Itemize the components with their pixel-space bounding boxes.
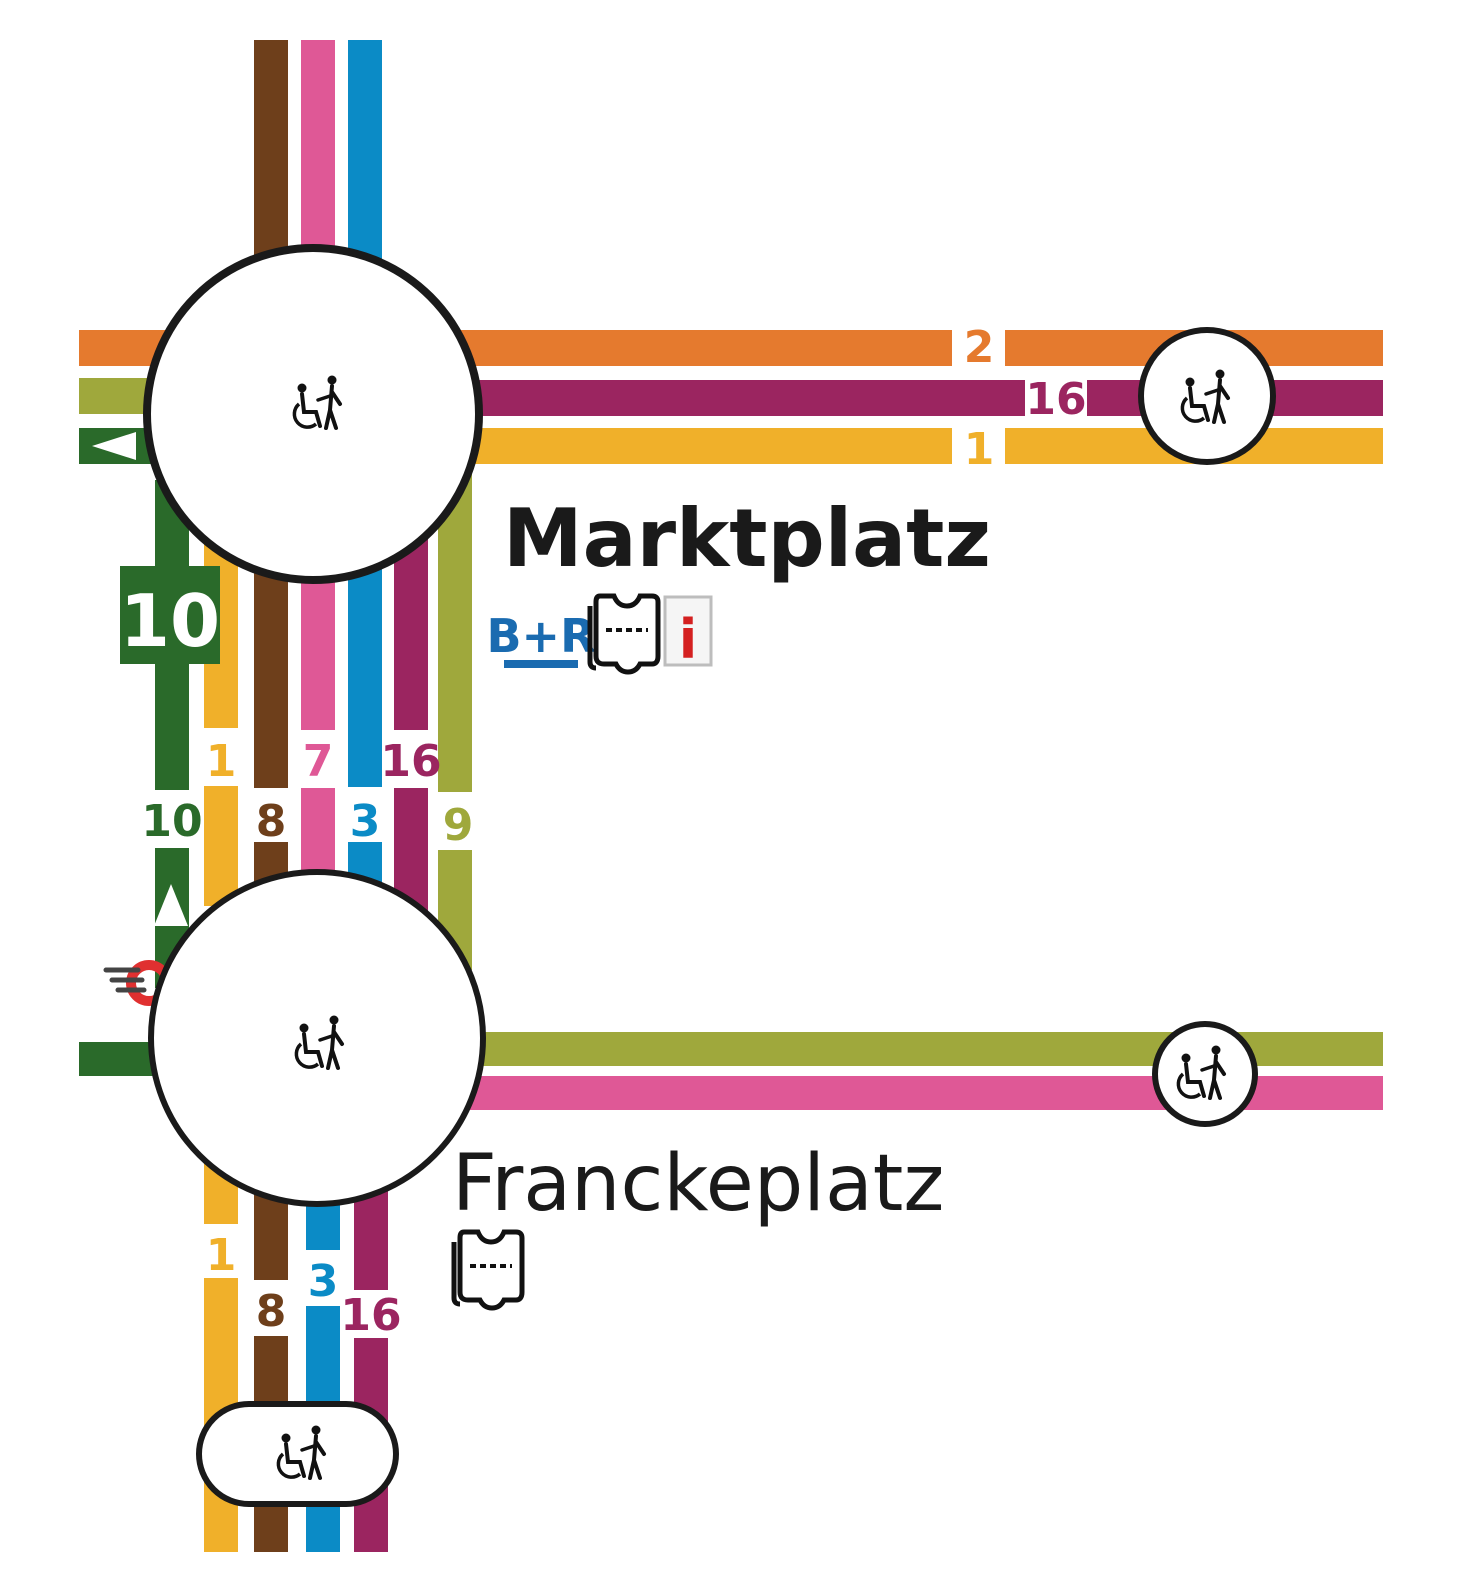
line-label-3-south: 3 xyxy=(308,1256,339,1307)
line-8-north xyxy=(254,40,288,270)
line-1-between-b xyxy=(204,786,238,906)
stop-south[interactable] xyxy=(196,1401,399,1507)
line-label-2: 2 xyxy=(964,322,995,373)
line-3-between xyxy=(348,565,382,787)
direction-arrow-icon xyxy=(154,884,188,926)
station-name-franckeplatz: Franckeplatz xyxy=(452,1139,944,1229)
line-label-8-south: 8 xyxy=(256,1286,287,1337)
bike-and-ride-icon: B+R xyxy=(486,596,596,668)
line-7-between xyxy=(301,570,335,730)
bike-and-ride-label: B+R xyxy=(486,609,595,663)
line-label-16-east: 16 xyxy=(1025,374,1086,425)
line-10-badge xyxy=(120,566,220,664)
line-label-7: 7 xyxy=(303,736,334,787)
stop-marktplatz[interactable] xyxy=(143,244,483,584)
direction-arrow-icon xyxy=(92,432,136,460)
line-10-badge-label: 10 xyxy=(120,579,220,663)
line-16-between xyxy=(394,530,428,730)
stop-franckeplatz[interactable] xyxy=(148,869,486,1207)
line-3-north xyxy=(348,40,382,270)
line-3-south xyxy=(306,1200,340,1250)
line-label-8: 8 xyxy=(256,796,287,847)
line-label-16-south: 16 xyxy=(340,1290,401,1341)
line-9-between xyxy=(438,470,472,792)
line-label-16: 16 xyxy=(380,736,441,787)
ticket-machine-icon xyxy=(590,596,658,672)
line-label-1: 1 xyxy=(206,736,237,787)
line-10-west-lower xyxy=(79,1042,159,1076)
ticket-machine-icon xyxy=(454,1232,522,1308)
line-label-1-south: 1 xyxy=(206,1230,237,1281)
line-label-9: 9 xyxy=(443,800,474,851)
line-7-north xyxy=(301,40,335,270)
line-16-east xyxy=(470,380,1025,416)
info-icon: i xyxy=(663,595,713,671)
line-1-east xyxy=(470,428,952,464)
stop-marktplatz-east[interactable] xyxy=(1138,327,1276,465)
line-label-1-east: 1 xyxy=(964,424,995,475)
line-8-south xyxy=(254,1190,288,1280)
station-name-marktplatz: Marktplatz xyxy=(503,492,991,585)
info-label: i xyxy=(679,608,698,671)
line-label-10: 10 xyxy=(141,796,202,847)
line-label-3: 3 xyxy=(350,796,381,847)
stop-franckeplatz-east[interactable] xyxy=(1152,1021,1258,1127)
line-8-between xyxy=(254,560,288,788)
